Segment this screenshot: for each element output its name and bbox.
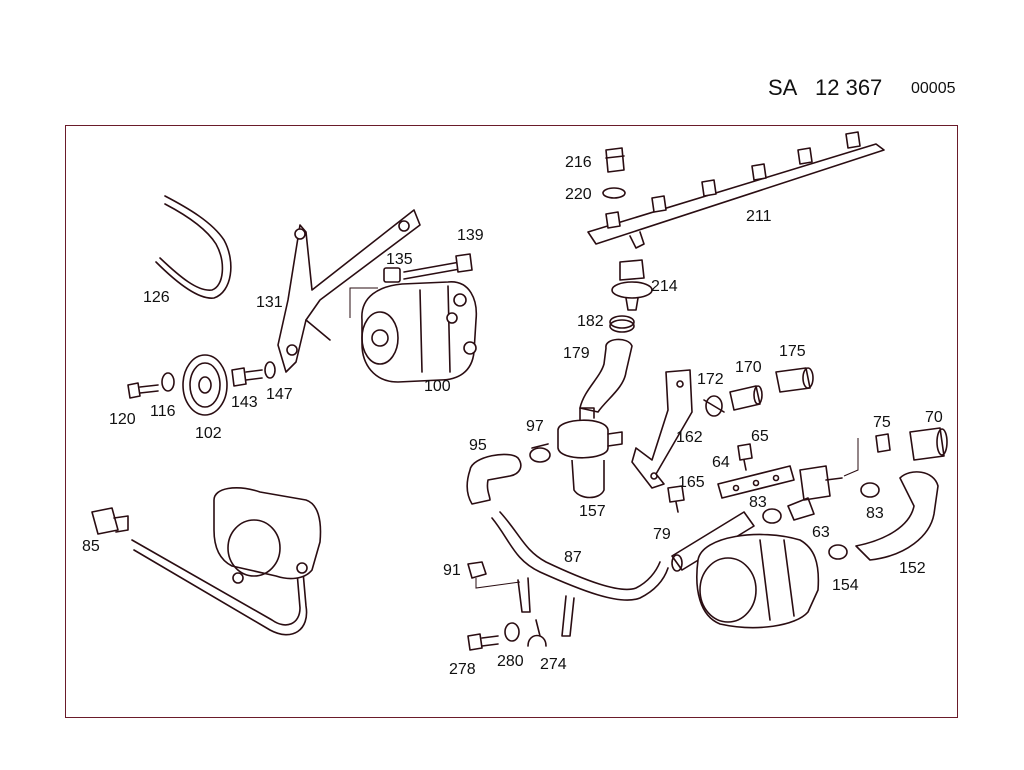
- callout-87: 87: [564, 549, 582, 566]
- callout-83-a: 83: [749, 494, 767, 511]
- callout-211: 211: [746, 208, 772, 225]
- part-95-hose: [466, 453, 522, 505]
- callout-216: 216: [565, 154, 592, 171]
- callout-131: 131: [256, 294, 283, 311]
- leader-91: [475, 578, 521, 589]
- callout-143: 143: [231, 394, 258, 411]
- part-83-clamp-a: [762, 508, 782, 524]
- callout-85: 85: [82, 538, 100, 555]
- callout-83-b: 83: [866, 505, 884, 522]
- callout-116: 116: [150, 403, 176, 420]
- callout-175: 175: [779, 343, 806, 360]
- part-143-bolt: [231, 367, 263, 387]
- part-135-nut: [383, 267, 401, 283]
- part-65-screw: [737, 443, 753, 471]
- callout-172: 172: [697, 371, 724, 388]
- leader-135: [349, 287, 378, 318]
- callout-154: 154: [832, 577, 859, 594]
- callout-64: 64: [712, 454, 730, 471]
- part-97-clamp: [529, 443, 551, 463]
- part-64-plate: [717, 465, 795, 499]
- callout-170: 170: [735, 359, 762, 376]
- part-63-check-valve: [787, 465, 843, 521]
- part-157-diverter-valve: [557, 407, 623, 499]
- part-214-valve: [611, 259, 653, 311]
- callout-75: 75: [873, 414, 891, 431]
- drawing-code: 00005: [911, 80, 956, 97]
- callout-97: 97: [526, 418, 544, 435]
- callout-126: 126: [143, 289, 170, 306]
- diagram-frame: [65, 125, 958, 718]
- callout-120: 120: [109, 411, 136, 428]
- callout-79: 79: [653, 526, 671, 543]
- part-116-washer: [161, 372, 175, 392]
- callout-91: 91: [443, 562, 461, 579]
- drawing-number: 12 367: [815, 75, 883, 100]
- callout-165: 165: [678, 474, 705, 491]
- part-216-fitting: [605, 147, 625, 173]
- part-100-air-pump: [361, 281, 478, 383]
- callout-280: 280: [497, 653, 524, 670]
- callout-135: 135: [386, 251, 413, 268]
- callout-labels: 216 220 211 214 182 179 139 135 131 126 …: [82, 154, 943, 678]
- part-170-sleeve: [729, 385, 763, 411]
- part-274-clip: [527, 619, 547, 647]
- callout-214: 214: [651, 278, 678, 295]
- part-85-connector: [91, 507, 129, 535]
- callout-274: 274: [540, 656, 567, 673]
- callout-70: 70: [925, 409, 943, 426]
- callout-95: 95: [469, 437, 487, 454]
- part-79-hose: [671, 511, 755, 572]
- part-280-washer: [504, 622, 520, 642]
- part-182-clamp: [609, 315, 635, 333]
- part-147-washer: [264, 361, 276, 379]
- callout-102: 102: [195, 425, 222, 442]
- part-120-bolt: [127, 382, 159, 399]
- part-154-clamp: [828, 544, 848, 560]
- part-211-injector-rail: [587, 131, 885, 249]
- callout-100: 100: [424, 378, 451, 395]
- part-131-bracket: [277, 209, 421, 373]
- part-172-clamp: [703, 395, 725, 417]
- callout-162: 162: [676, 429, 703, 446]
- part-70-cap: [909, 427, 948, 461]
- callout-65: 65: [751, 428, 769, 445]
- callout-220: 220: [565, 186, 592, 203]
- part-85-hose-loop: [131, 519, 308, 636]
- part-175-cap: [775, 367, 814, 393]
- part-83-clamp-b: [860, 482, 880, 498]
- leader-75: [843, 438, 859, 477]
- part-179-hose: [579, 338, 633, 413]
- part-139-bolt: [403, 253, 473, 280]
- part-87-tube: [491, 511, 669, 637]
- part-165-bolt: [667, 485, 685, 513]
- part-102-pulley: [182, 354, 228, 416]
- part-126-belt: [155, 195, 232, 299]
- part-220-seal: [602, 187, 626, 199]
- callout-179: 179: [563, 345, 590, 362]
- part-152-hose: [855, 471, 939, 561]
- part-housing-left: [213, 487, 322, 584]
- drawing-prefix: SA: [768, 75, 798, 100]
- part-75-ring: [875, 433, 891, 453]
- callout-152: 152: [899, 560, 926, 577]
- callout-139: 139: [457, 227, 484, 244]
- part-162-bracket: [631, 369, 693, 489]
- callout-147: 147: [266, 386, 293, 403]
- callout-157: 157: [579, 503, 606, 520]
- part-91-nut: [467, 561, 487, 579]
- callout-63: 63: [812, 524, 830, 541]
- part-278-bolt: [467, 633, 499, 651]
- callout-182: 182: [577, 313, 604, 330]
- callout-278: 278: [449, 661, 476, 678]
- diagram-header: SA 12 367 00005: [0, 0, 1024, 110]
- part-cylinder-component: [696, 533, 820, 629]
